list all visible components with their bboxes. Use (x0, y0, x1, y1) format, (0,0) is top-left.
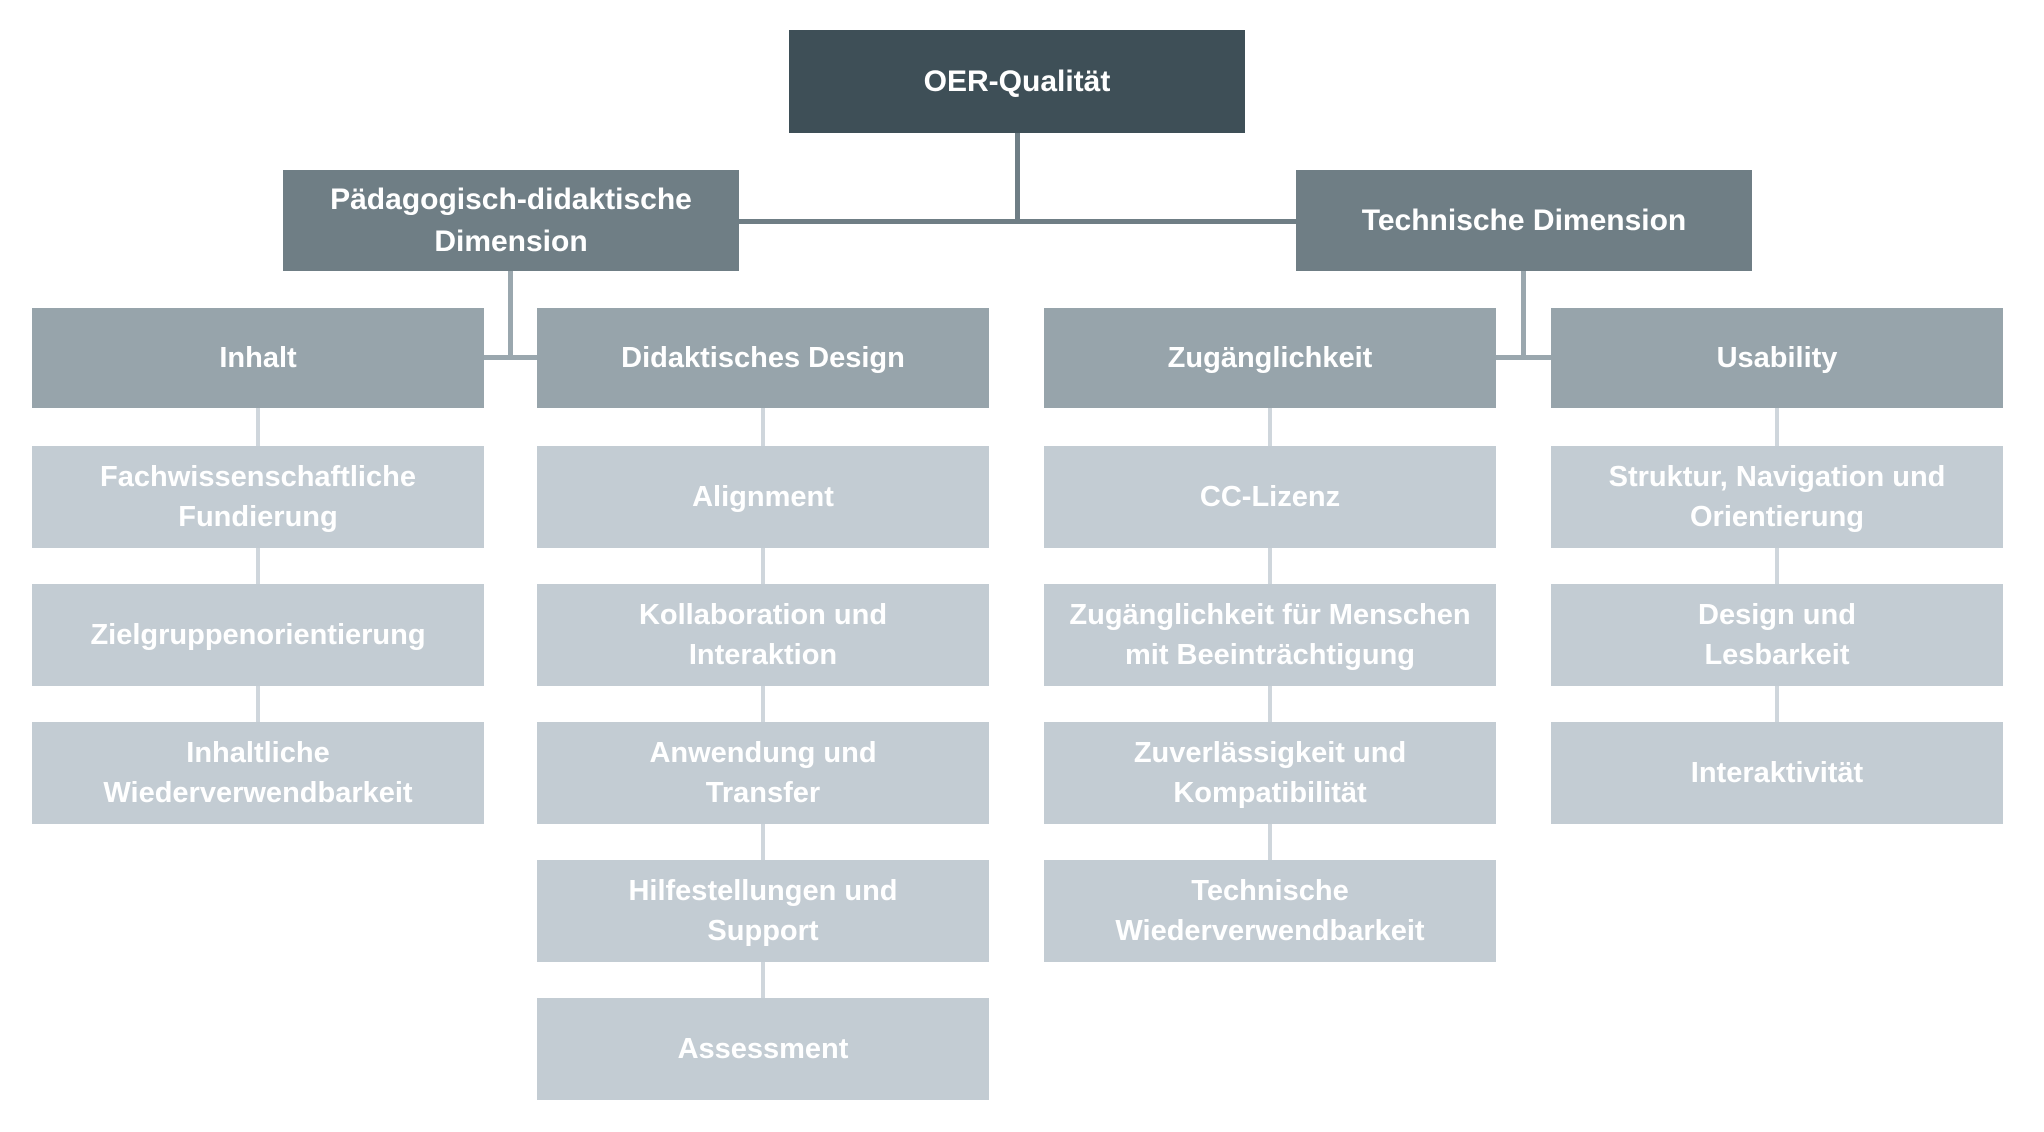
leaf-node: CC-Lizenz (1044, 446, 1496, 548)
root-node-oer-qualitaet: OER-Qualität (789, 30, 1245, 133)
leaf-node: Zielgruppenorientierung (32, 584, 484, 686)
category-header-usability: Usability (1551, 308, 2003, 408)
connector-dimension-right-vertical-line (1521, 271, 1526, 359)
leaf-node: Zuverlässigkeit und Kompatibilität (1044, 722, 1496, 824)
connector-dimension-left-horizontal-line (484, 355, 537, 360)
connector-leaf-vertical-line (761, 548, 765, 584)
connector-dimension-right-horizontal-line (1496, 355, 1551, 360)
dimension-node-technisch: Technische Dimension (1296, 170, 1752, 271)
leaf-node: Zugänglichkeit für Menschen mit Beeinträ… (1044, 584, 1496, 686)
connector-leaf-vertical-line (1775, 408, 1779, 446)
leaf-node: Design und Lesbarkeit (1551, 584, 2003, 686)
connector-leaf-vertical-line (256, 408, 260, 446)
connector-leaf-vertical-line (1268, 408, 1272, 446)
connector-leaf-vertical-line (1268, 686, 1272, 722)
category-header-didaktisches-design: Didaktisches Design (537, 308, 989, 408)
connector-leaf-vertical-line (1268, 548, 1272, 584)
leaf-node: Technische Wiederverwendbarkeit (1044, 860, 1496, 962)
connector-dimension-left-vertical-line (508, 271, 513, 359)
category-header-inhalt: Inhalt (32, 308, 484, 408)
connector-root-horizontal-line (739, 219, 1296, 224)
connector-leaf-vertical-line (761, 686, 765, 722)
leaf-node: Struktur, Navigation und Orientierung (1551, 446, 2003, 548)
leaf-node: Interaktivität (1551, 722, 2003, 824)
connector-leaf-vertical-line (761, 962, 765, 998)
connector-leaf-vertical-line (1775, 548, 1779, 584)
connector-leaf-vertical-line (256, 548, 260, 584)
connector-root-vertical-line (1015, 133, 1020, 224)
connector-leaf-vertical-line (761, 824, 765, 860)
leaf-node: Alignment (537, 446, 989, 548)
leaf-node: Hilfestellungen und Support (537, 860, 989, 962)
dimension-node-paedagogisch-didaktisch: Pädagogisch-didaktische Dimension (283, 170, 739, 271)
leaf-node: Inhaltliche Wiederverwendbarkeit (32, 722, 484, 824)
leaf-node: Anwendung und Transfer (537, 722, 989, 824)
category-header-zugaenglichkeit: Zugänglichkeit (1044, 308, 1496, 408)
connector-leaf-vertical-line (1268, 824, 1272, 860)
leaf-node: Fachwissenschaftliche Fundierung (32, 446, 484, 548)
connector-leaf-vertical-line (761, 408, 765, 446)
leaf-node: Kollaboration und Interaktion (537, 584, 989, 686)
connector-leaf-vertical-line (1775, 686, 1779, 722)
leaf-node: Assessment (537, 998, 989, 1100)
connector-leaf-vertical-line (256, 686, 260, 722)
